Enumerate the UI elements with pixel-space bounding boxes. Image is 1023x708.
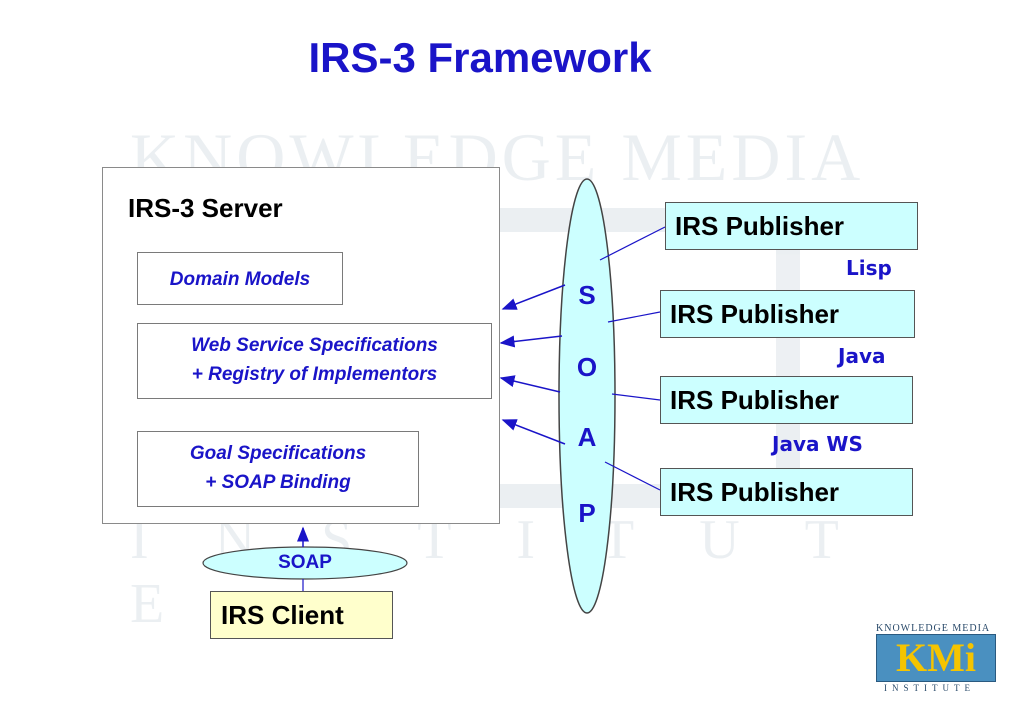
goal-spec-line2: + SOAP Binding bbox=[205, 472, 351, 493]
logo-top-text: KNOWLEDGE MEDIA bbox=[876, 623, 991, 634]
web-service-line1: Web Service Specifications bbox=[191, 335, 438, 356]
link-publisher-4 bbox=[604, 461, 661, 491]
publisher-label: IRS Publisher bbox=[670, 385, 840, 415]
irs-client-label: IRS Client bbox=[221, 600, 344, 630]
logo-main-text: KMi bbox=[896, 635, 976, 680]
publisher-label: IRS Publisher bbox=[670, 299, 840, 329]
page-title: IRS-3 Framework bbox=[308, 34, 652, 81]
client-soap-label: SOAP bbox=[278, 552, 332, 573]
arrow-to-server-3 bbox=[499, 375, 561, 393]
publisher-lang-java-ws: Java WS bbox=[772, 432, 863, 456]
soap-letter-s: S bbox=[578, 280, 596, 310]
domain-models-label: Domain Models bbox=[169, 269, 311, 290]
soap-letter-a: A bbox=[577, 422, 597, 452]
publisher-label: IRS Publisher bbox=[675, 211, 845, 241]
server-label: IRS-3 Server bbox=[128, 193, 283, 223]
publisher-box-java: IRS Publisher bbox=[660, 290, 915, 338]
goal-spec-box: Goal Specifications + SOAP Binding bbox=[137, 431, 419, 507]
web-service-box: Web Service Specifications + Registry of… bbox=[137, 323, 492, 399]
link-publisher-2 bbox=[607, 311, 661, 323]
publisher-lang-java: Java bbox=[838, 344, 886, 368]
web-service-line2: + Registry of Implementors bbox=[191, 364, 438, 385]
publisher-lang-lisp: Lisp bbox=[846, 256, 892, 280]
kmi-logo: KMi bbox=[876, 634, 996, 682]
publisher-box-lisp: IRS Publisher bbox=[665, 202, 918, 250]
soap-letter-o: O bbox=[576, 352, 598, 382]
publisher-label: IRS Publisher bbox=[670, 477, 840, 507]
soap-letter-p: P bbox=[578, 498, 596, 528]
soap-bus-oval bbox=[558, 178, 616, 614]
arrow-to-server-1 bbox=[501, 284, 566, 310]
domain-models-box: Domain Models bbox=[137, 252, 343, 305]
arrow-to-server-4 bbox=[501, 419, 566, 445]
client-soap-oval bbox=[202, 546, 408, 580]
link-publisher-3 bbox=[611, 393, 661, 401]
goal-spec-line1: Goal Specifications bbox=[189, 443, 367, 464]
irs-client-box: IRS Client bbox=[210, 591, 393, 639]
publisher-box-java-ws: IRS Publisher bbox=[660, 376, 913, 424]
link-publisher-1 bbox=[599, 226, 666, 261]
publisher-box-4: IRS Publisher bbox=[660, 468, 913, 516]
logo-bottom-text: INSTITUTE bbox=[884, 683, 975, 693]
arrow-to-server-2 bbox=[499, 335, 563, 348]
